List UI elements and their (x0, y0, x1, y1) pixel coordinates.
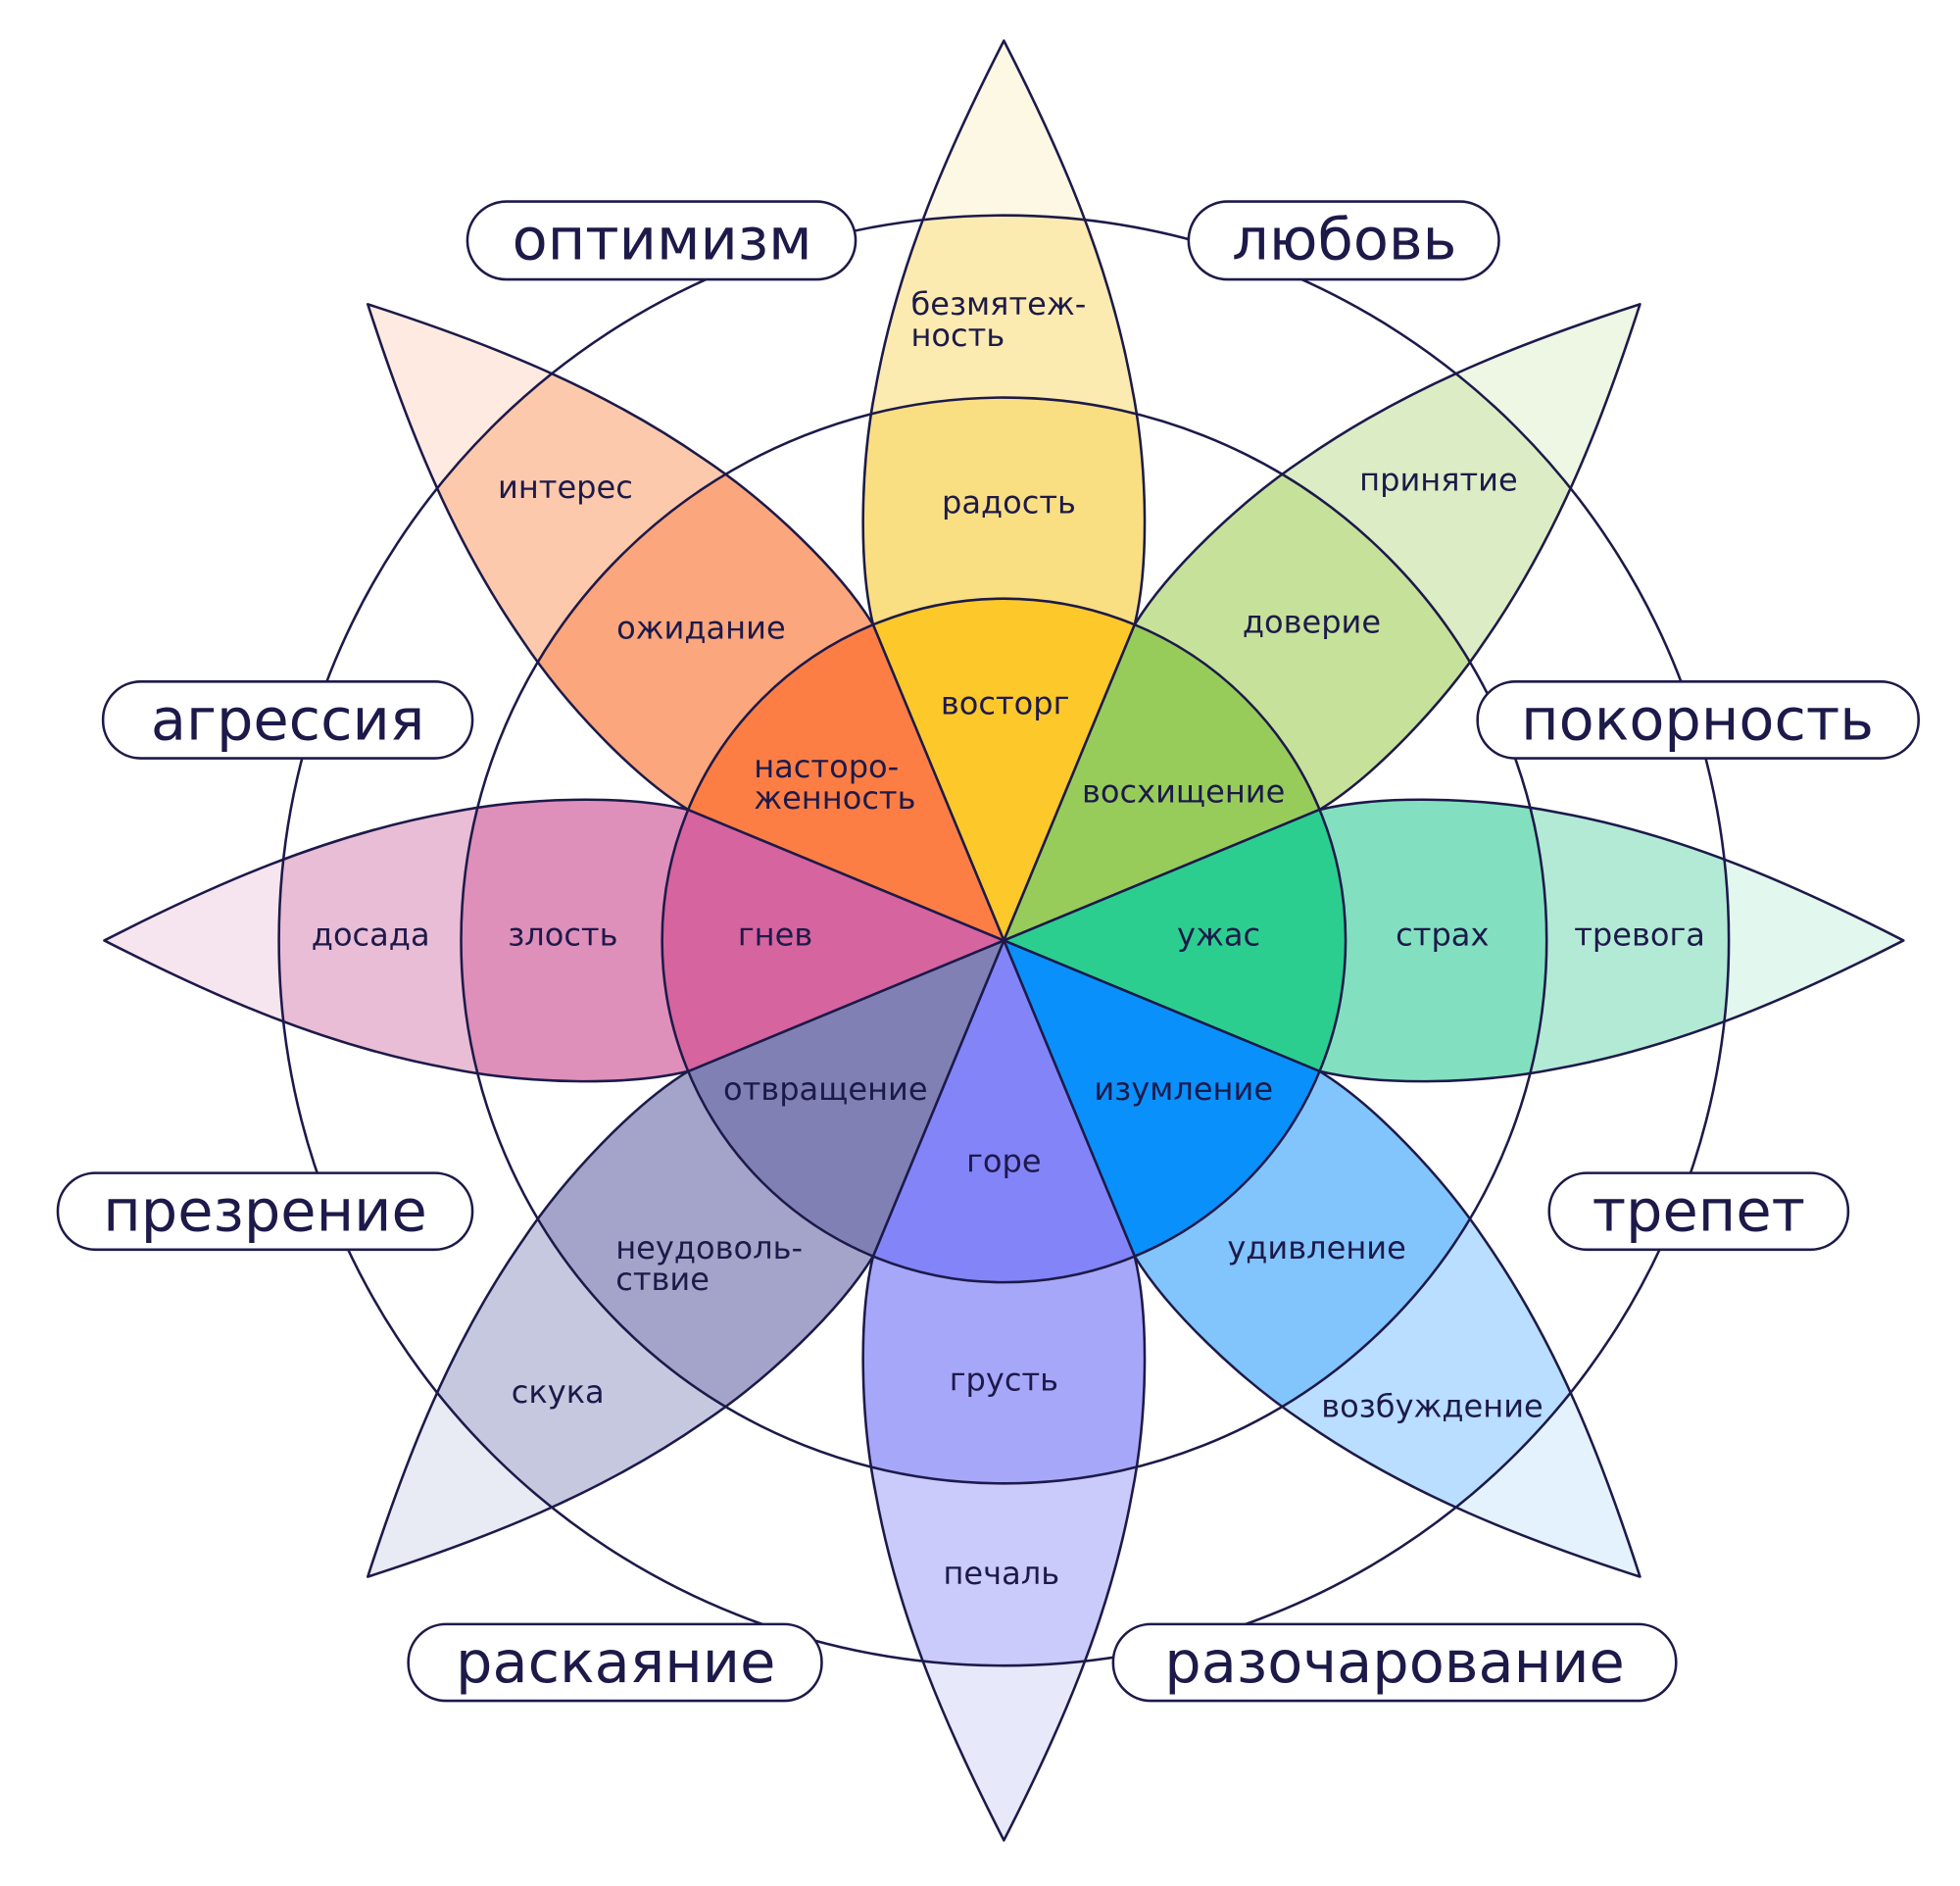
label-vigilance-1: насторо- (754, 748, 899, 785)
label-distraction: возбуждение (1321, 1387, 1544, 1424)
label-admiration: восхищение (1082, 772, 1285, 810)
dyad-awe: трепет (1547, 1171, 1850, 1252)
label-serenity-1: безмятеж- (910, 285, 1086, 323)
label-ecstasy: восторг (941, 685, 1070, 722)
petal-surprise-inner-band (1004, 940, 1347, 1283)
petal-sadness (861, 939, 1147, 1842)
petal-anger (103, 798, 1005, 1083)
petal-surprise-outline (1003, 939, 1642, 1578)
dyad-love-text: любовь (1232, 206, 1456, 273)
dyad-remorse-text: раскаяние (456, 1628, 775, 1696)
inner-ring (661, 597, 1348, 1284)
label-joy: радость (942, 484, 1076, 521)
dyad-love: любовь (1187, 200, 1500, 281)
label-disgust-1: неудоволь- (615, 1229, 803, 1266)
dyad-labels: оптимизм любовь агрессия покорность през… (56, 200, 1920, 1703)
dyad-aggression: агрессия (101, 680, 474, 760)
petal-anticipation-outline (366, 303, 1005, 942)
petal-anger-outline (103, 798, 1005, 1083)
label-surprise: удивление (1227, 1229, 1406, 1266)
label-boredom: скука (512, 1373, 605, 1411)
petal-trust-middle-band (1004, 397, 1547, 941)
label-amazement: изумление (1094, 1070, 1273, 1108)
emotion-labels: безмятеж- ность радость восторг принятие… (312, 285, 1705, 1592)
petal-anticipation (366, 303, 1005, 942)
petal-anticipation-middle-band (461, 397, 1004, 941)
label-trust: доверие (1243, 603, 1381, 640)
outer-ring (277, 214, 1731, 1667)
petal-disgust (366, 939, 1005, 1578)
dyad-contempt-text: презрение (103, 1177, 426, 1245)
petal-disgust-inner-band (662, 940, 1004, 1283)
petal-sadness-outline (861, 939, 1147, 1842)
petals (103, 39, 1905, 1842)
petal-trust-inner-band (1004, 598, 1347, 941)
label-loathing: отвращение (723, 1070, 928, 1108)
label-serenity-2: ность (910, 317, 1004, 354)
petal-trust-outline (1003, 303, 1642, 942)
dyad-optimism: оптимизм (466, 200, 858, 281)
dyad-aggression-text: агрессия (151, 685, 424, 753)
dyad-remorse: раскаяние (407, 1622, 823, 1703)
label-disgust-2: ствие (615, 1261, 710, 1298)
petal-surprise-middle-band (1004, 940, 1547, 1484)
dyad-optimism-text: оптимизм (513, 206, 812, 273)
label-rage: гнев (738, 917, 812, 954)
dyad-disapproval: разочарование (1111, 1622, 1678, 1703)
ring-circles (277, 214, 1731, 1667)
label-grief: горе (966, 1142, 1042, 1179)
dyad-submission: покорность (1476, 680, 1920, 760)
label-sadness: грусть (950, 1361, 1058, 1398)
label-pensiveness: печаль (943, 1555, 1059, 1592)
label-vigilance-2: женность (754, 779, 915, 817)
label-acceptance: принятие (1359, 461, 1518, 498)
petal-joy-outline (861, 39, 1147, 942)
label-apprehension: тревога (1574, 917, 1705, 954)
label-anger: злость (508, 917, 617, 954)
dyad-disapproval-text: разочарование (1164, 1628, 1625, 1696)
petal-anticipation-inner-band (662, 598, 1004, 941)
petal-disgust-outline (366, 939, 1005, 1578)
label-interest: интерес (498, 469, 633, 506)
dyad-submission-text: покорность (1521, 685, 1874, 753)
dyad-awe-text: трепет (1592, 1177, 1805, 1245)
label-terror: ужас (1177, 917, 1260, 954)
label-fear: страх (1396, 917, 1489, 954)
petal-fear-outline (1003, 798, 1905, 1083)
label-annoyance: досада (312, 917, 430, 954)
petal-trust (1003, 303, 1642, 942)
petal-surprise (1003, 939, 1642, 1578)
middle-ring (460, 396, 1548, 1485)
label-anticipation: ожидание (616, 610, 786, 647)
petal-disgust-middle-band (461, 940, 1004, 1484)
dyad-contempt: презрение (56, 1171, 474, 1252)
